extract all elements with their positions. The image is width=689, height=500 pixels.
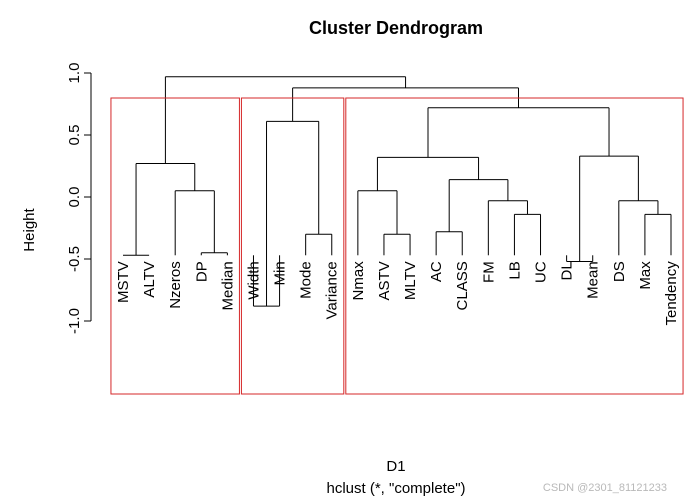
dendrogram-tree bbox=[123, 76, 672, 307]
leaf-label-class: CLASS bbox=[454, 261, 471, 310]
leaf-label-uc: UC bbox=[533, 261, 550, 283]
y-axis-label: Height bbox=[21, 207, 38, 251]
leaf-label-median: Median bbox=[219, 261, 236, 310]
y-tick-label: -1.0 bbox=[66, 308, 83, 334]
y-tick-label: -0.5 bbox=[66, 246, 83, 272]
leaf-label-astv: ASTV bbox=[376, 261, 393, 300]
merge-m13 bbox=[448, 179, 509, 232]
leaf-label-nzeros: Nzeros bbox=[167, 261, 184, 309]
leaf-label-ac: AC bbox=[428, 261, 445, 282]
merge-m10 bbox=[435, 231, 463, 256]
x-axis-sublabel: hclust (*, "complete") bbox=[326, 480, 465, 497]
merge-m21 bbox=[164, 76, 407, 164]
merge-m9 bbox=[357, 190, 398, 256]
merge-m6 bbox=[305, 233, 333, 256]
y-tick-label: 0.5 bbox=[66, 125, 83, 146]
y-tick-label: 0.0 bbox=[66, 187, 83, 208]
merge-m20 bbox=[292, 87, 520, 122]
leaf-label-mean: Mean bbox=[585, 261, 602, 299]
watermark: CSDN @2301_81121233 bbox=[543, 482, 667, 494]
y-tick-label: 1.0 bbox=[66, 63, 83, 84]
cluster-box-2 bbox=[240, 97, 345, 395]
leaf-label-mltv: MLTV bbox=[402, 261, 419, 300]
merge-m16 bbox=[644, 213, 672, 256]
cluster-box-1 bbox=[110, 97, 240, 395]
leaf-label-nmax: Nmax bbox=[350, 261, 367, 301]
leaf-label-min: Min bbox=[272, 261, 289, 285]
merge-m19 bbox=[427, 107, 610, 158]
y-axis: -1.0 -0.5 0.0 0.5 1.0 bbox=[66, 63, 92, 334]
leaf-label-ds: DS bbox=[611, 261, 628, 282]
leaf-label-variance: Variance bbox=[324, 261, 341, 319]
leaf-label-mode: Mode bbox=[298, 261, 315, 299]
merge-m3 bbox=[174, 190, 215, 256]
leaf-label-width: Width bbox=[245, 261, 262, 299]
cluster-boxes bbox=[110, 97, 684, 395]
merge-m14 bbox=[376, 156, 480, 191]
leaf-label-altv: ALTV bbox=[141, 261, 158, 297]
leaf-label-lb: LB bbox=[506, 261, 523, 279]
leaf-label-mstv: MSTV bbox=[115, 261, 132, 303]
merge-m8 bbox=[383, 233, 411, 256]
leaf-label-tendency: Tendency bbox=[663, 261, 680, 326]
leaf-label-dp: DP bbox=[193, 261, 210, 282]
merge-m17 bbox=[618, 200, 659, 256]
chart-title: Cluster Dendrogram bbox=[309, 18, 483, 38]
leaf-label-fm: FM bbox=[480, 261, 497, 283]
merge-m11 bbox=[513, 213, 542, 256]
x-axis-label: D1 bbox=[386, 458, 405, 475]
leaf-label-max: Max bbox=[637, 261, 654, 290]
leaf-labels: MSTV ALTV Nzeros DP Median Width Min Mode Varian… bbox=[115, 261, 680, 326]
leaf-label-dl: DL bbox=[559, 261, 576, 280]
merge-m12 bbox=[487, 200, 528, 256]
merge-m18 bbox=[579, 155, 639, 262]
cluster-box-3 bbox=[345, 97, 684, 395]
merge-m2 bbox=[200, 252, 228, 256]
merge-m4 bbox=[135, 163, 196, 256]
